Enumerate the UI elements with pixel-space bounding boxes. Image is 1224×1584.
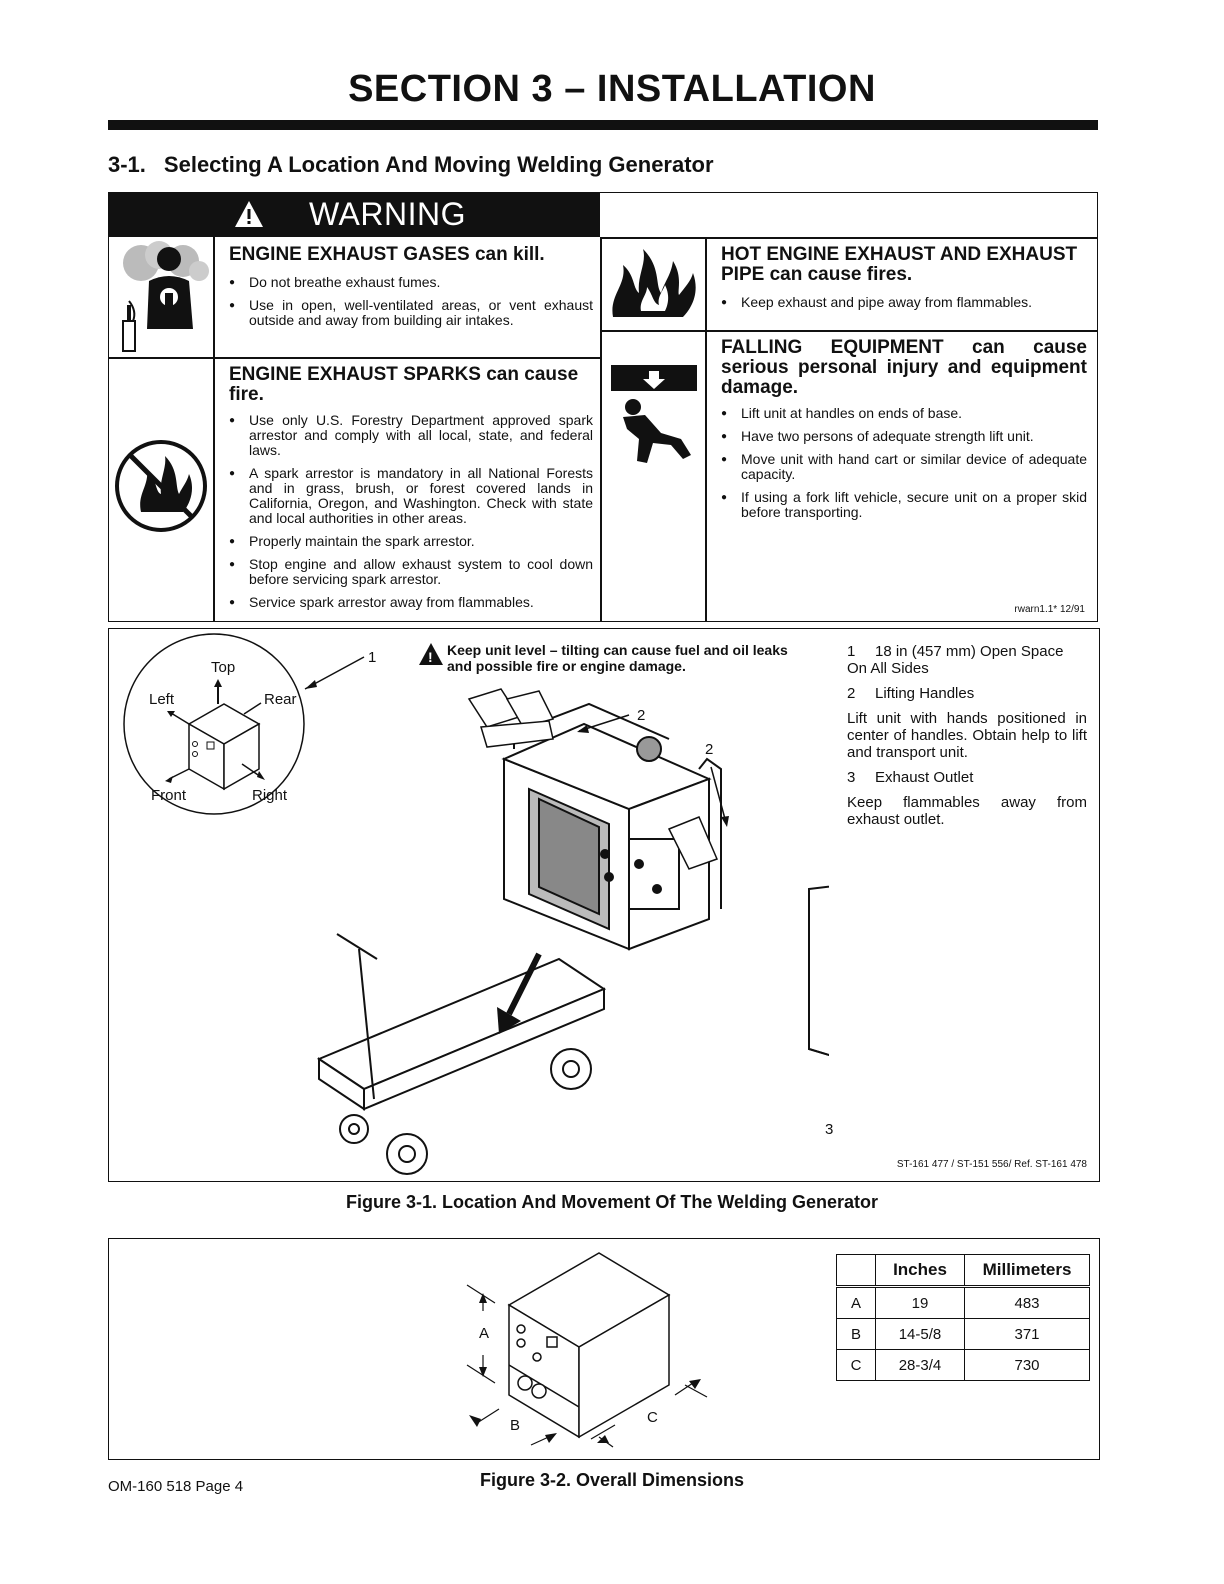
subsection-number: 3-1. (108, 152, 146, 177)
warning-bullet: Lift unit at handles on ends of base. (721, 406, 1087, 422)
caution-text: Keep unit level – tilting can cause fuel… (447, 642, 788, 674)
warning-box: WARNING ENGINE EXHAUST GASES can kill. D… (108, 192, 1098, 622)
warning-triangle-icon (235, 201, 263, 227)
label-right: Right (252, 787, 288, 804)
warning-item-falling-equipment: FALLING EQUIPMENT can cause serious pers… (721, 338, 1087, 528)
table-cell: 483 (964, 1286, 1090, 1319)
callout-1: 1 (368, 649, 377, 666)
warning-item-hot-exhaust: HOT ENGINE EXHAUST AND EXHAUST PIPE can … (721, 245, 1087, 318)
legend-note: Lift unit with hands positioned in cente… (847, 710, 1087, 761)
legend-note: Keep flammables away from exhaust outlet… (847, 794, 1087, 828)
warning-banner: WARNING (109, 193, 600, 237)
figure-3-2: A B C Inches Millimeters A 19 483 B 14-5… (108, 1238, 1100, 1460)
warning-title: WARNING (309, 196, 466, 232)
table-row: B 14-5/8 371 (836, 1318, 1090, 1350)
warning-ref: rwarn1.1* 12/91 (1014, 604, 1085, 615)
label-rear: Rear (264, 691, 297, 708)
dimension-drawing (466, 1252, 708, 1448)
callout-2b: 2 (705, 741, 714, 758)
section-title: SECTION 3 – INSTALLATION (348, 68, 876, 110)
falling-equipment-icon (611, 365, 697, 463)
warning-bullet: Service spark arrestor away from flammab… (229, 595, 593, 611)
warning-bullet: Stop engine and allow exhaust system to … (229, 557, 593, 587)
label-left: Left (149, 691, 175, 708)
table-cell: 371 (964, 1318, 1090, 1350)
warning-bullet: Keep exhaust and pipe away from flammabl… (721, 295, 1087, 311)
table-cell: 14-5/8 (875, 1318, 965, 1350)
figure-3-1-caption: Figure 3-1. Location And Movement Of The… (345, 1192, 879, 1212)
label-a: A (479, 1325, 490, 1342)
table-header: Millimeters (964, 1254, 1090, 1288)
warning-bullet: Move unit with hand cart or similar devi… (721, 452, 1087, 482)
warning-bullet: If using a fork lift vehicle, secure uni… (721, 490, 1087, 520)
table-cell: A (836, 1286, 876, 1319)
warning-item-exhaust-sparks: ENGINE EXHAUST SPARKS can cause fire. Us… (229, 365, 593, 618)
table-cell: C (836, 1349, 876, 1381)
figure-3-1-illustration: ! (123, 633, 829, 1175)
subsection-title: Selecting A Location And Moving Welding … (163, 152, 714, 177)
section-rule (108, 120, 1098, 130)
callout-2: 2 (637, 707, 646, 724)
warning-heading: HOT ENGINE EXHAUST AND EXHAUST PIPE can … (721, 244, 1078, 285)
svg-text:!: ! (428, 649, 433, 665)
label-front: Front (151, 787, 187, 804)
no-fire-icon (115, 440, 207, 532)
warning-heading: ENGINE EXHAUST GASES can kill. (229, 244, 545, 265)
warning-bullet: A spark arrestor is mandatory in all Nat… (229, 466, 593, 526)
warning-bullet: Properly maintain the spark arrestor. (229, 534, 593, 550)
table-header-row: Inches Millimeters (836, 1254, 1090, 1288)
warning-bullet: Have two persons of adequate strength li… (721, 429, 1087, 445)
page-footer: OM-160 518 Page 4 (108, 1478, 244, 1495)
figure-3-1: ! (108, 628, 1100, 1182)
table-cell: 28-3/4 (875, 1349, 965, 1381)
warning-heading: FALLING EQUIPMENT can cause serious pers… (721, 337, 1087, 398)
warning-item-exhaust-gases: ENGINE EXHAUST GASES can kill. Do not br… (229, 245, 593, 336)
table-row: C 28-3/4 730 (836, 1349, 1090, 1381)
table-cell: 19 (875, 1286, 965, 1319)
table-cell: B (836, 1318, 876, 1350)
warning-bullet: Do not breathe exhaust fumes. (229, 275, 593, 291)
figure-ref: ST-161 477 / ST-151 556/ Ref. ST-161 478 (896, 1159, 1087, 1170)
label-c: C (647, 1409, 658, 1426)
table-cell: 730 (964, 1349, 1090, 1381)
fire-icon (612, 249, 696, 317)
table-header: Inches (875, 1254, 965, 1288)
warning-bullet: Use only U.S. Forestry Department approv… (229, 413, 593, 458)
callout-3: 3 (825, 1121, 834, 1138)
warning-bullet: Use in open, well-ventilated areas, or v… (229, 298, 593, 328)
subsection-heading: 3-1. Selecting A Location And Moving Weld… (108, 152, 714, 178)
table-row: A 19 483 (836, 1286, 1090, 1319)
dimensions-table: Inches Millimeters A 19 483 B 14-5/8 371… (836, 1254, 1090, 1381)
exhaust-gas-icon (122, 241, 209, 352)
figure-3-2-caption: Figure 3-2. Overall Dimensions (479, 1470, 745, 1490)
label-top: Top (211, 659, 236, 676)
table-header (836, 1254, 876, 1288)
label-b: B (510, 1417, 521, 1434)
warning-heading: ENGINE EXHAUST SPARKS can cause fire. (229, 364, 579, 405)
